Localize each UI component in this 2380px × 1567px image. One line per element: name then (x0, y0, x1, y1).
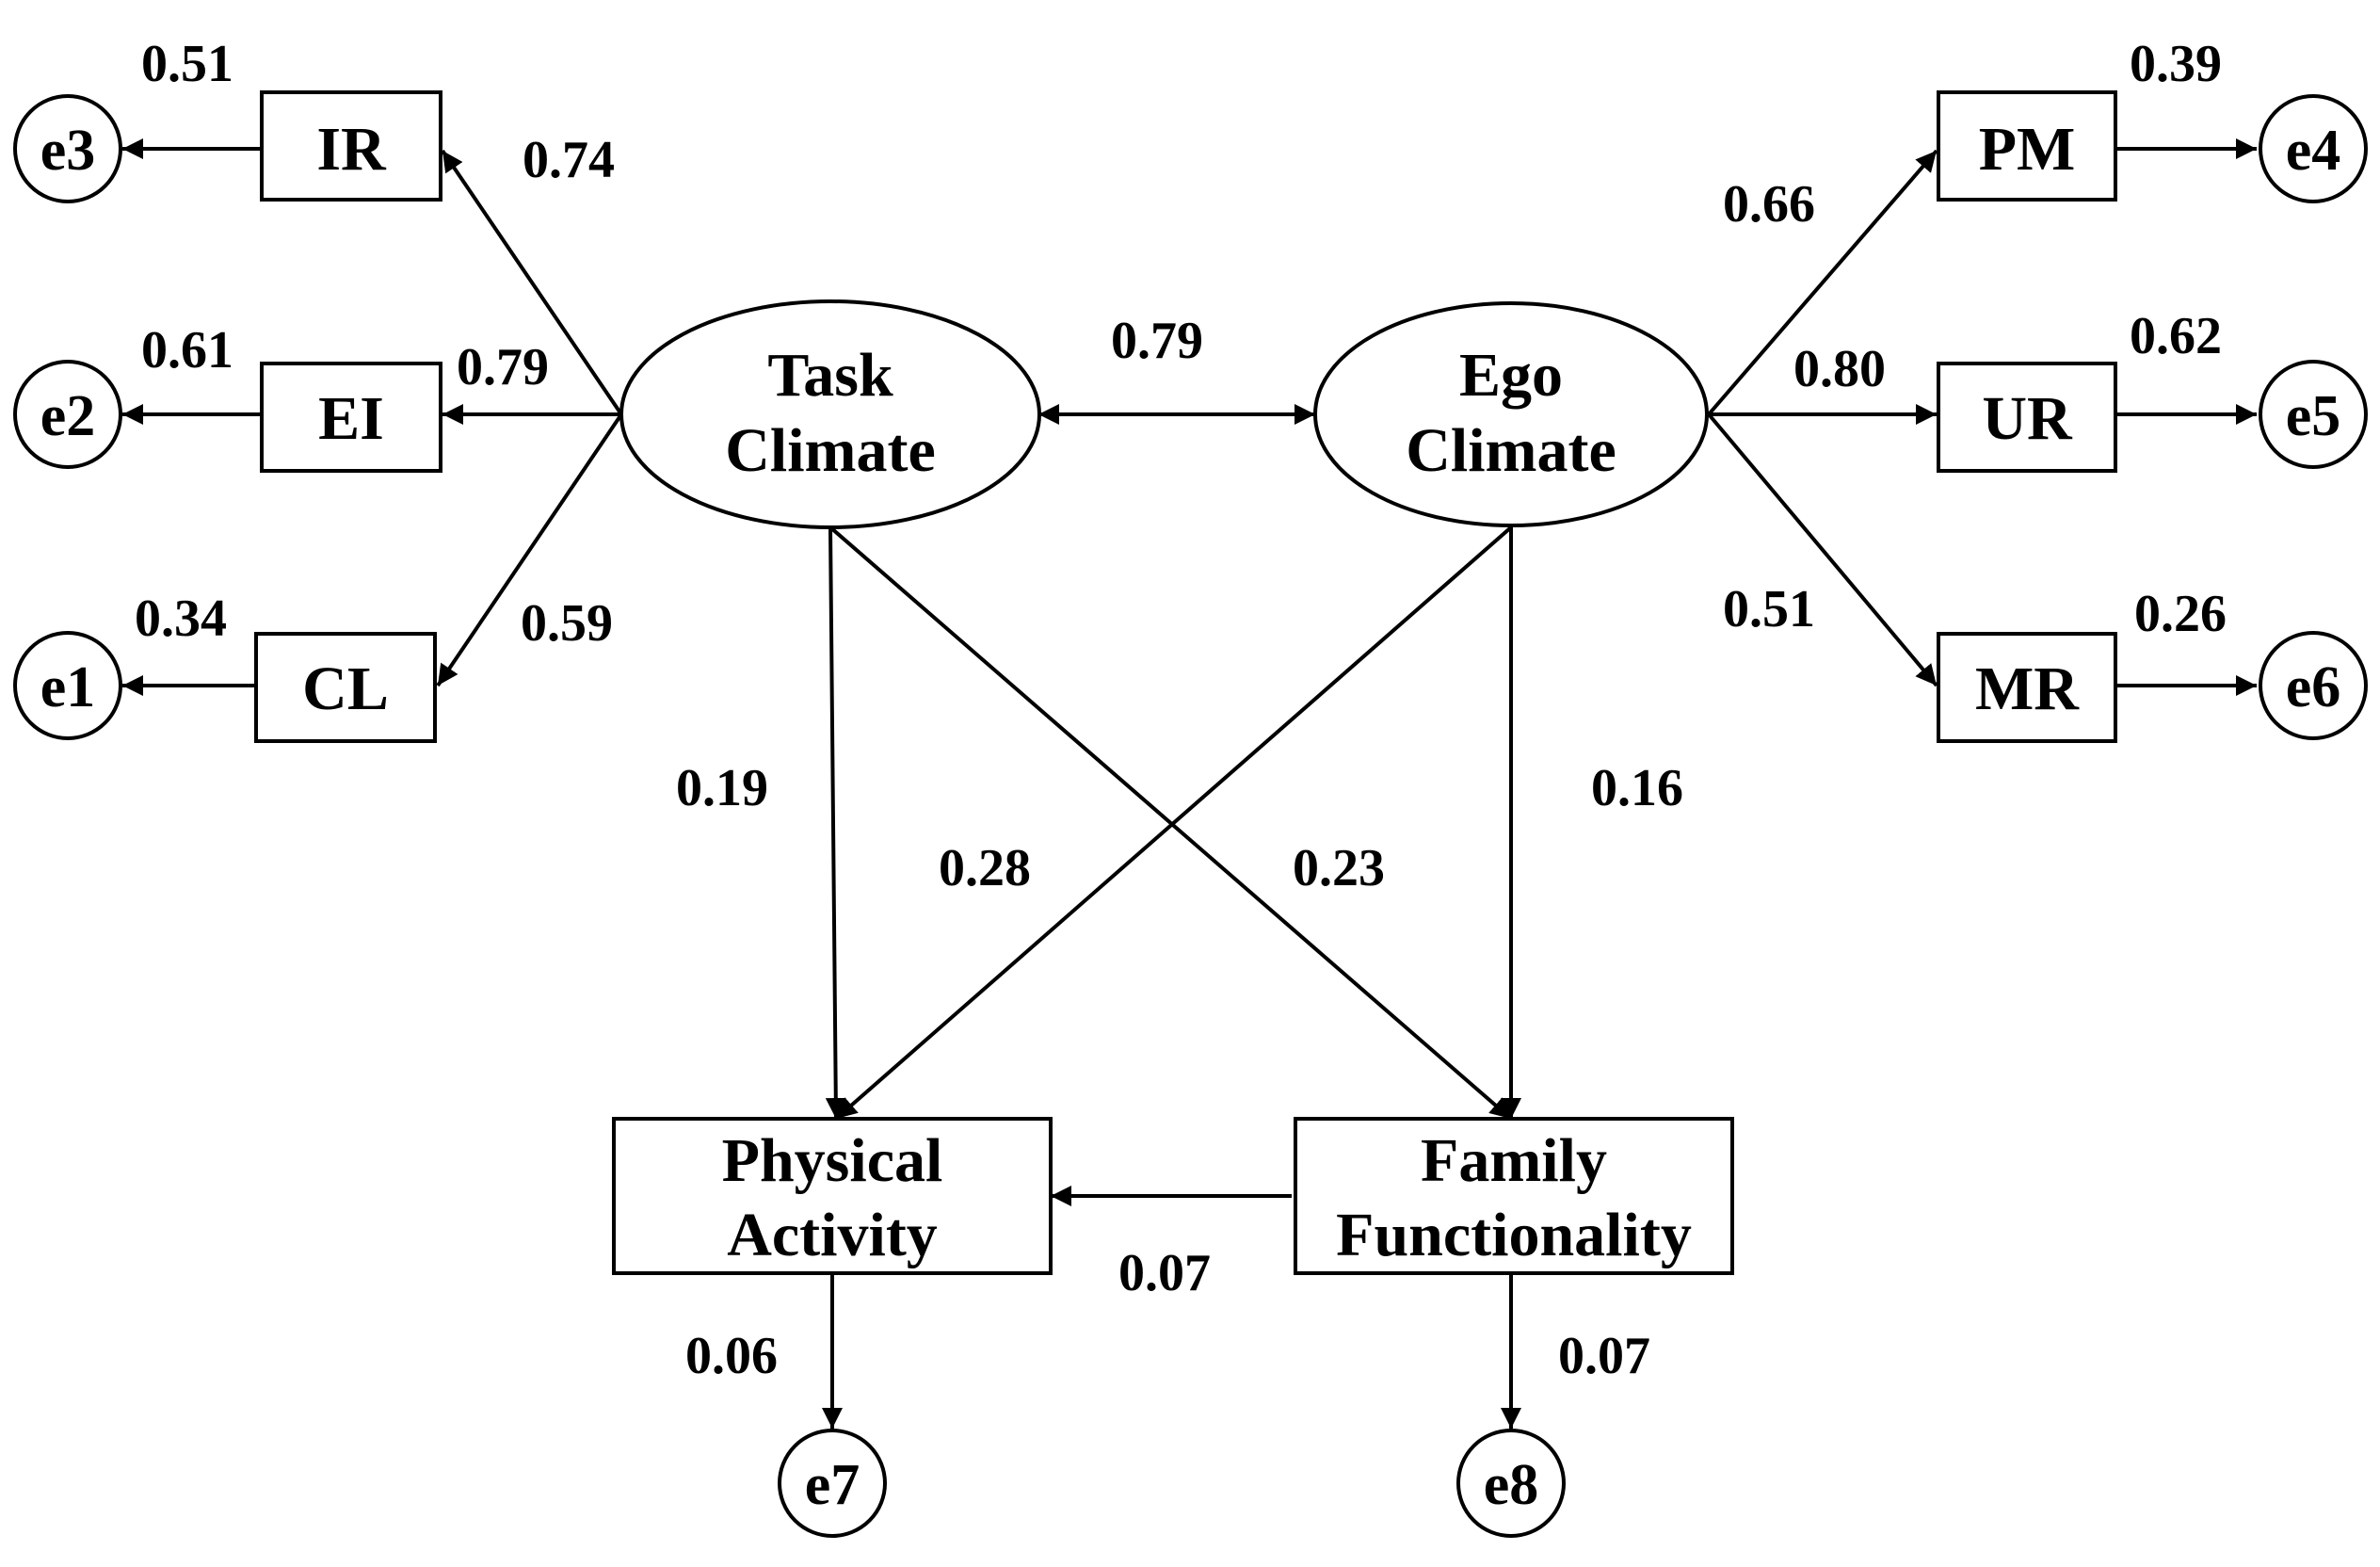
error-e2-label: e2 (40, 384, 96, 448)
ego-climate-node: Ego Climate (1313, 301, 1709, 527)
coef-mr-e6: 0.26 (2134, 585, 2227, 643)
ego-climate-label-2: Climate (1406, 416, 1616, 485)
coef-ego-ur: 0.80 (1793, 340, 1886, 398)
error-e7-label: e7 (805, 1453, 860, 1517)
error-e6-label: e6 (2286, 655, 2341, 719)
edge-ego-pa (834, 525, 1513, 1121)
indicator-ei: EI (260, 362, 442, 473)
error-e6: e6 (2259, 631, 2368, 740)
coef-ego-pm: 0.66 (1723, 175, 1815, 234)
indicator-cl: CL (254, 632, 437, 743)
coef-task-ff: 0.23 (1293, 839, 1385, 897)
error-e8-label: e8 (1484, 1453, 1539, 1517)
physical-activity-label-2: Activity (727, 1201, 938, 1269)
error-e8: e8 (1456, 1429, 1566, 1538)
coef-task-pa: 0.19 (676, 759, 768, 817)
edge-ego-mr (1707, 412, 1938, 687)
coef-ego-pa: 0.28 (939, 839, 1031, 897)
coef-task-ir: 0.74 (523, 131, 615, 189)
error-e3-label: e3 (40, 119, 96, 183)
coef-ff-e8: 0.07 (1558, 1327, 1650, 1385)
indicator-mr-label: MR (1975, 654, 2080, 723)
coef-task-cl: 0.59 (521, 594, 613, 653)
task-climate-node: Task Climate (619, 299, 1041, 529)
error-e5: e5 (2259, 360, 2368, 469)
task-climate-label-2: Climate (725, 416, 936, 485)
coef-pa-e7: 0.06 (685, 1327, 778, 1385)
physical-activity-node: Physical Activity (612, 1117, 1053, 1275)
indicator-ir-label: IR (316, 115, 387, 184)
coef-cl-e1: 0.34 (135, 590, 227, 648)
indicator-ur-label: UR (1982, 384, 2073, 453)
coef-pm-e4: 0.39 (2130, 35, 2222, 93)
family-functionality-label-2: Functionality (1336, 1201, 1692, 1269)
coef-ego-ff: 0.16 (1591, 759, 1683, 817)
edge-task-ir (441, 149, 623, 416)
error-e5-label: e5 (2286, 384, 2341, 448)
indicator-cl-label: CL (302, 654, 389, 723)
physical-activity-label-1: Physical (722, 1126, 943, 1195)
indicator-ei-label: EI (318, 384, 384, 453)
indicator-pm: PM (1937, 90, 2117, 202)
edges (122, 138, 2257, 1429)
indicator-ur: UR (1937, 362, 2117, 473)
coef-ir-e3: 0.51 (141, 35, 233, 93)
coef-ei-e2: 0.61 (141, 321, 233, 380)
task-climate-label-1: Task (767, 341, 893, 410)
coefficient-labels: 0.74 0.79 0.59 0.51 0.61 0.34 0.79 0.66 … (135, 35, 2227, 1385)
error-e4: e4 (2259, 94, 2368, 203)
edge-task-pa (825, 526, 846, 1120)
family-functionality-label-1: Family (1421, 1126, 1607, 1195)
error-e3: e3 (13, 94, 122, 203)
error-e1-label: e1 (40, 655, 96, 719)
coef-task-ego: 0.79 (1111, 312, 1203, 370)
indicator-pm-label: PM (1979, 115, 2076, 184)
ego-climate-label-1: Ego (1459, 341, 1563, 410)
indicator-ir: IR (260, 90, 442, 202)
coef-ff-pa: 0.07 (1118, 1244, 1211, 1302)
coef-ego-mr: 0.51 (1723, 580, 1815, 638)
indicator-mr: MR (1937, 632, 2117, 743)
coef-task-ei: 0.79 (457, 338, 549, 396)
edge-ego-pm (1707, 149, 1938, 416)
coef-ur-e5: 0.62 (2130, 307, 2222, 365)
error-e4-label: e4 (2286, 119, 2341, 183)
edge-task-cl (436, 412, 623, 687)
family-functionality-node: Family Functionality (1294, 1117, 1734, 1275)
error-e7: e7 (778, 1429, 887, 1538)
error-e1: e1 (13, 631, 122, 740)
error-e2: e2 (13, 360, 122, 469)
